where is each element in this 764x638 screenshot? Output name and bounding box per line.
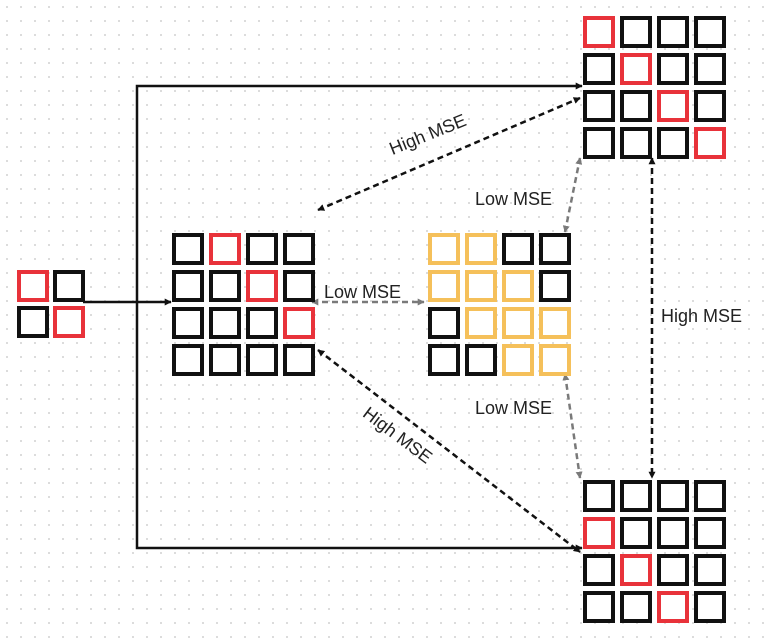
top-right-cell-black [657, 16, 689, 48]
orange-bottom-right-low-mse-arrow [562, 373, 583, 479]
top-right-cell-red [657, 90, 689, 122]
bottom-right-cell-black [620, 480, 652, 512]
bottom-right-cell-black [620, 591, 652, 623]
comparison-arrows [311, 96, 656, 553]
top-right-cell-red [583, 16, 615, 48]
center-cell-black [172, 307, 204, 339]
bottom-right-cell-black [620, 517, 652, 549]
bottom-right-cell-black [583, 554, 615, 586]
center-cell-red [209, 233, 241, 265]
bottom-right-cell-black [694, 554, 726, 586]
bottom-right-cell-black [583, 591, 615, 623]
orange-cell-orange [502, 344, 534, 376]
center-cell-black [246, 307, 278, 339]
top-right-cell-black [620, 16, 652, 48]
orange-cell-black [465, 344, 497, 376]
top-right-cell-black [620, 90, 652, 122]
top-right-cell-black [657, 127, 689, 159]
input-to-top-right-arrow [135, 82, 583, 302]
center-cell-red [246, 270, 278, 302]
orange-cell-orange [465, 233, 497, 265]
bottom-right-cell-red [583, 517, 615, 549]
center-cell-black [283, 344, 315, 376]
orange-cell-black [539, 233, 571, 265]
input-cell-black [17, 306, 49, 338]
top-right-cell-red [694, 127, 726, 159]
input-cell-red [53, 306, 85, 338]
center-cell-black [172, 270, 204, 302]
low-mse-label-bottom: Low MSE [475, 398, 552, 418]
orange-cell-orange [539, 344, 571, 376]
top-right-cell-black [694, 90, 726, 122]
top-right-cell-black [620, 127, 652, 159]
center-grid-4x4 [172, 233, 315, 376]
orange-cell-orange [502, 307, 534, 339]
input-cell-red [17, 270, 49, 302]
orange-cell-orange [428, 233, 460, 265]
center-cell-black [209, 307, 241, 339]
top-right-grid-4x4 [583, 16, 726, 159]
top-right-cell-red [620, 53, 652, 85]
orange-cell-orange [465, 307, 497, 339]
center-bottom-right-high-mse-arrow [317, 349, 581, 553]
center-cell-black [209, 270, 241, 302]
low-mse-label-center: Low MSE [324, 282, 401, 302]
bottom-right-cell-red [657, 591, 689, 623]
center-cell-black [283, 233, 315, 265]
bottom-right-cell-black [657, 517, 689, 549]
orange-cell-black [502, 233, 534, 265]
top-right-cell-black [694, 53, 726, 85]
center-cell-black [209, 344, 241, 376]
bottom-right-cell-black [583, 480, 615, 512]
bottom-right-cell-black [694, 480, 726, 512]
bottom-right-cell-black [694, 517, 726, 549]
center-cell-black [246, 233, 278, 265]
top-right-cell-black [694, 16, 726, 48]
orange-cell-black [428, 344, 460, 376]
top-right-cell-black [657, 53, 689, 85]
orange-cell-orange [502, 270, 534, 302]
orange-cell-orange [539, 307, 571, 339]
bottom-right-cell-black [657, 554, 689, 586]
bottom-right-cell-black [657, 480, 689, 512]
input-grid-2x2 [17, 270, 85, 338]
orange-cell-orange [428, 270, 460, 302]
center-cell-black [172, 233, 204, 265]
high-mse-label-right: High MSE [661, 306, 742, 326]
bottom-right-cell-black [694, 591, 726, 623]
bottom-right-grid-4x4 [583, 480, 726, 623]
orange-cell-orange [465, 270, 497, 302]
input-cell-black [53, 270, 85, 302]
center-cell-red [283, 307, 315, 339]
low-mse-label-top: Low MSE [475, 189, 552, 209]
orange-cell-black [539, 270, 571, 302]
orange-grid-4x4 [428, 233, 571, 376]
center-cell-black [246, 344, 278, 376]
bottom-right-cell-red [620, 554, 652, 586]
top-right-cell-black [583, 53, 615, 85]
top-right-cell-black [583, 127, 615, 159]
center-cell-black [283, 270, 315, 302]
top-right-cell-black [583, 90, 615, 122]
orange-cell-black [428, 307, 460, 339]
center-top-right-high-mse-arrow [317, 96, 581, 212]
orange-top-right-low-mse-arrow [562, 157, 583, 233]
center-cell-black [172, 344, 204, 376]
